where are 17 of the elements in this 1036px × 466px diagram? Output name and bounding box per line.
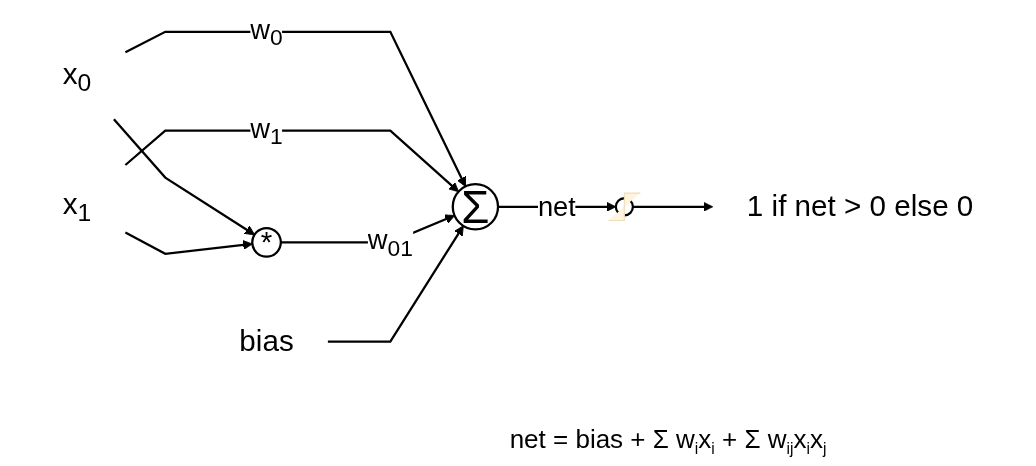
node-text: x$_{0}$ bbox=[62, 56, 92, 98]
arrow bbox=[124, 231, 253, 255]
edge-label: w$_{0}$ bbox=[250, 13, 283, 50]
arrow bbox=[113, 118, 255, 236]
formula-text: net = bias + Σ w$_{i}$x$_{i}$ + Σ w$_{ij}$x$_{i}$x$_{j}$ bbox=[509, 423, 827, 458]
arrow bbox=[632, 201, 714, 212]
node-circle: * bbox=[251, 226, 282, 258]
arrow bbox=[124, 129, 459, 193]
node-text: x$_{1}$ bbox=[62, 186, 92, 227]
edge-label: w$_{1}$ bbox=[250, 112, 283, 149]
edge-label: w$_{01}$ bbox=[367, 224, 413, 261]
arrow bbox=[327, 225, 464, 343]
arrow bbox=[124, 30, 467, 187]
edge-label: net bbox=[537, 190, 576, 222]
node-circle: Σ bbox=[451, 183, 500, 231]
node-text: bias bbox=[239, 323, 294, 359]
node-text: 1 if net > 0 else 0 bbox=[746, 189, 974, 224]
